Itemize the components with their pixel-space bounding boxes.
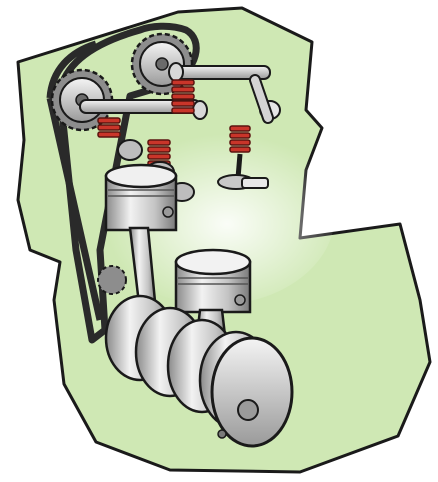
piston-upper	[106, 165, 176, 230]
crank-sprocket	[98, 266, 126, 294]
piston-lower	[176, 250, 250, 312]
